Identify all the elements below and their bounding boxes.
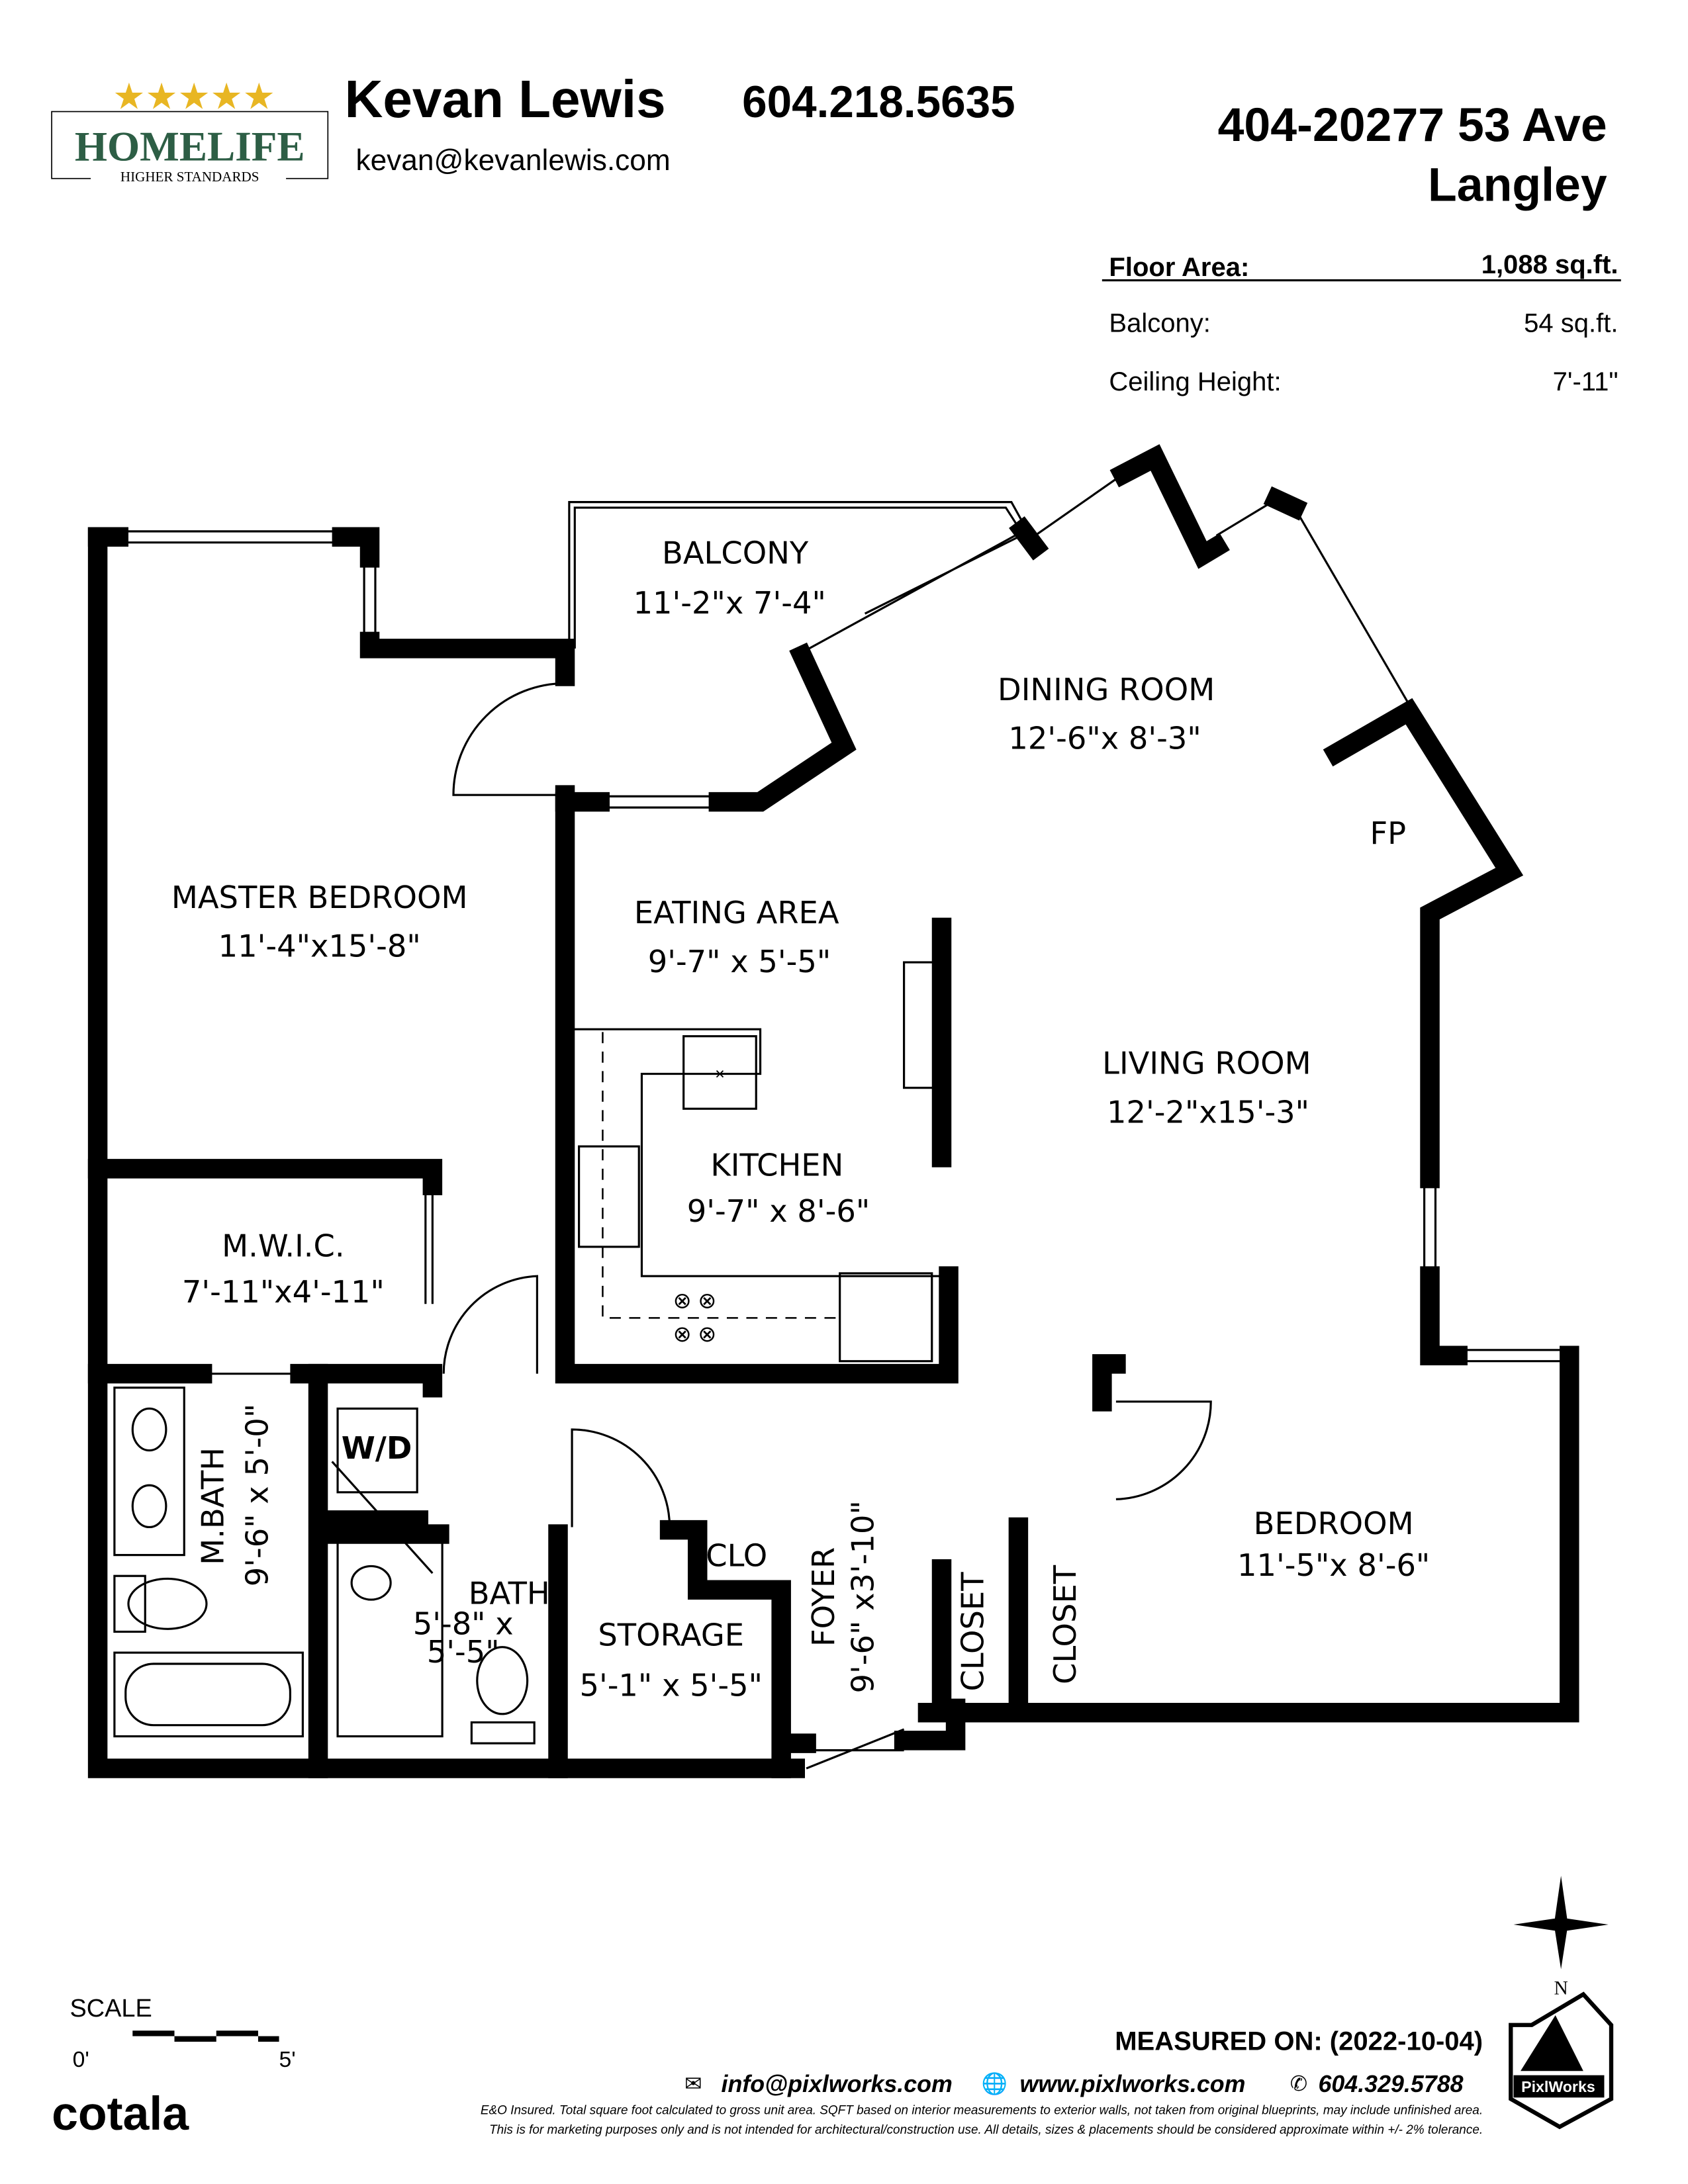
footer-web[interactable]: www.pixlworks.com: [1020, 2071, 1246, 2097]
svg-text:5': 5': [279, 2047, 296, 2072]
globe-icon: 🌐: [982, 2071, 1008, 2095]
svg-text:EATING AREA: EATING AREA: [634, 895, 839, 931]
stat-value: 7'-11": [1553, 367, 1618, 396]
svg-text:M.W.I.C.: M.W.I.C.: [222, 1228, 345, 1264]
svg-text:⊗ ⊗: ⊗ ⊗: [673, 1289, 717, 1314]
agent-phone[interactable]: 604.218.5635: [742, 77, 1015, 127]
svg-text:BALCONY: BALCONY: [662, 535, 809, 570]
doors: [209, 682, 1212, 1527]
svg-text:PixlWorks: PixlWorks: [1521, 2078, 1595, 2095]
stat-value: 54 sq.ft.: [1524, 309, 1618, 338]
svg-text:7'-11"x4'-11": 7'-11"x4'-11": [182, 1274, 385, 1310]
svg-text:CLO: CLO: [706, 1537, 767, 1573]
svg-text:HIGHER STANDARDS: HIGHER STANDARDS: [120, 169, 259, 185]
svg-text:MASTER BEDROOM: MASTER BEDROOM: [171, 880, 468, 915]
kitchen-fixtures: × ⊗ ⊗ ⊗ ⊗: [565, 1028, 942, 1363]
svg-text:★★★★★: ★★★★★: [113, 75, 275, 116]
svg-text:9'-6" x 5'-0": 9'-6" x 5'-0": [240, 1404, 275, 1586]
footer-email[interactable]: info@pixlworks.com: [722, 2071, 953, 2097]
pixlworks-logo: PixlWorks: [1509, 1991, 1614, 2130]
walls: [87, 444, 1579, 1778]
svg-text:STORAGE: STORAGE: [598, 1617, 744, 1653]
address-line1: 404-20277 53 Ave: [1218, 99, 1607, 152]
homelife-logo: ★★★★★ HOMELIFE HIGHER STANDARDS: [51, 75, 329, 185]
stat-value: 1,088 sq.ft.: [1481, 250, 1618, 279]
svg-text:BEDROOM: BEDROOM: [1254, 1506, 1414, 1541]
stat-label: Ceiling Height:: [1109, 367, 1281, 396]
svg-text:CLOSET: CLOSET: [1047, 1565, 1083, 1684]
contact-row: ✉ info@pixlworks.com 🌐 www.pixlworks.com…: [684, 2071, 1463, 2097]
svg-text:11'-4"x15'-8": 11'-4"x15'-8": [218, 929, 421, 964]
svg-text:DINING ROOM: DINING ROOM: [998, 672, 1215, 707]
svg-text:HOMELIFE: HOMELIFE: [75, 123, 305, 169]
room-labels: BALCONY 11'-2"x 7'-4" DINING ROOM 12'-6"…: [171, 535, 1430, 1703]
scale-bar: SCALE 0' 5': [70, 1995, 295, 2072]
agent-name: Kevan Lewis: [345, 69, 666, 128]
compass-icon: N: [1513, 1876, 1609, 1999]
svg-text:W/D: W/D: [342, 1430, 412, 1466]
svg-text:N: N: [1554, 1978, 1568, 1999]
svg-text:FP: FP: [1370, 815, 1407, 851]
stat-label: Floor Area:: [1109, 253, 1249, 282]
area-stats: Floor Area: 1,088 sq.ft. Balcony: 54 sq.…: [1102, 250, 1621, 396]
bath-fixtures: [113, 1387, 536, 1745]
svg-text:SCALE: SCALE: [70, 1995, 152, 2023]
disclaimer-line1: E&O Insured. Total square foot calculate…: [481, 2104, 1483, 2118]
address-line2: Langley: [1428, 158, 1607, 211]
svg-text:5'-8" x: 5'-8" x: [413, 1606, 514, 1642]
svg-text:12'-2"x15'-3": 12'-2"x15'-3": [1107, 1094, 1309, 1130]
mail-icon: ✉: [684, 2071, 702, 2095]
measured-on: MEASURED ON: (2022-10-04): [1115, 2027, 1483, 2056]
stat-label: Balcony:: [1109, 309, 1210, 338]
footer-phone[interactable]: 604.329.5788: [1318, 2071, 1463, 2097]
svg-text:9'-7" x 8'-6": 9'-7" x 8'-6": [687, 1193, 870, 1229]
svg-text:LIVING ROOM: LIVING ROOM: [1102, 1046, 1311, 1081]
phone-icon: ✆: [1290, 2071, 1307, 2095]
svg-text:⊗ ⊗: ⊗ ⊗: [673, 1322, 717, 1347]
svg-text:M.BATH: M.BATH: [195, 1447, 230, 1565]
svg-text:FOYER: FOYER: [806, 1547, 841, 1647]
svg-text:5'-5": 5'-5": [427, 1634, 500, 1670]
cotala-logo: cotala: [52, 2087, 189, 2140]
disclaimer-line2: This is for marketing purposes only and …: [489, 2123, 1483, 2137]
svg-text:11'-2"x 7'-4": 11'-2"x 7'-4": [633, 585, 826, 621]
svg-text:0': 0': [73, 2047, 89, 2072]
svg-text:11'-5"x 8'-6": 11'-5"x 8'-6": [1237, 1547, 1430, 1583]
svg-text:5'-1" x 5'-5": 5'-1" x 5'-5": [579, 1667, 762, 1703]
svg-text:KITCHEN: KITCHEN: [710, 1147, 843, 1183]
svg-text:12'-6"x 8'-3": 12'-6"x 8'-3": [1008, 721, 1201, 756]
svg-text:9'-6" x3'-10": 9'-6" x3'-10": [845, 1500, 880, 1693]
svg-text:×: ×: [715, 1065, 725, 1083]
svg-text:BATH: BATH: [469, 1575, 550, 1611]
svg-text:9'-7" x 5'-5": 9'-7" x 5'-5": [648, 944, 831, 979]
agent-email[interactable]: kevan@kevanlewis.com: [355, 144, 670, 177]
svg-text:CLOSET: CLOSET: [955, 1572, 991, 1692]
